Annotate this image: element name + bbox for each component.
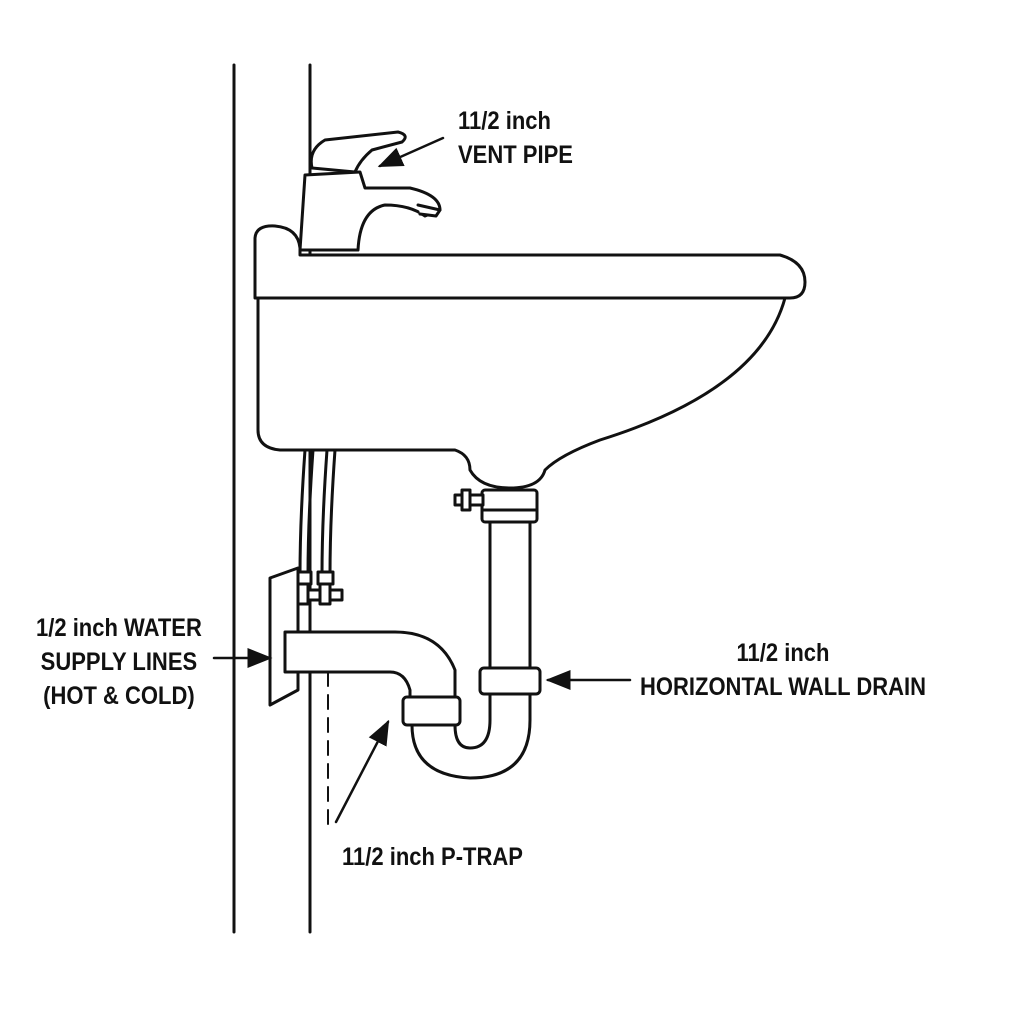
label-line: 11/2 inch xyxy=(458,107,551,135)
wall xyxy=(232,63,312,934)
drain-tailpiece xyxy=(453,488,539,672)
label-line: 11/2 inch P-TRAP xyxy=(342,843,523,871)
supply-lines xyxy=(278,448,344,606)
label-line: 11/2 inch xyxy=(736,639,830,667)
label-line: VENT PIPE xyxy=(458,141,573,169)
p-trap-label: 11/2 inch P-TRAP xyxy=(342,840,523,874)
vent-pipe-label: 11/2 inch VENT PIPE xyxy=(458,104,573,172)
label-line: SUPPLY LINES xyxy=(40,648,198,676)
wall-drain-label: 11/2 inch HORIZONTAL WALL DRAIN xyxy=(640,636,926,704)
p-trap xyxy=(283,630,542,780)
water-supply-label: 1/2 inch WATER SUPPLY LINES (HOT & COLD) xyxy=(36,611,202,713)
label-line: (HOT & COLD) xyxy=(43,682,195,710)
sink-basin xyxy=(253,224,807,490)
label-line: HORIZONTAL WALL DRAIN xyxy=(640,673,926,701)
label-line: 1/2 inch WATER xyxy=(36,614,202,642)
callout-arrows xyxy=(212,136,632,824)
faucet xyxy=(298,130,442,252)
